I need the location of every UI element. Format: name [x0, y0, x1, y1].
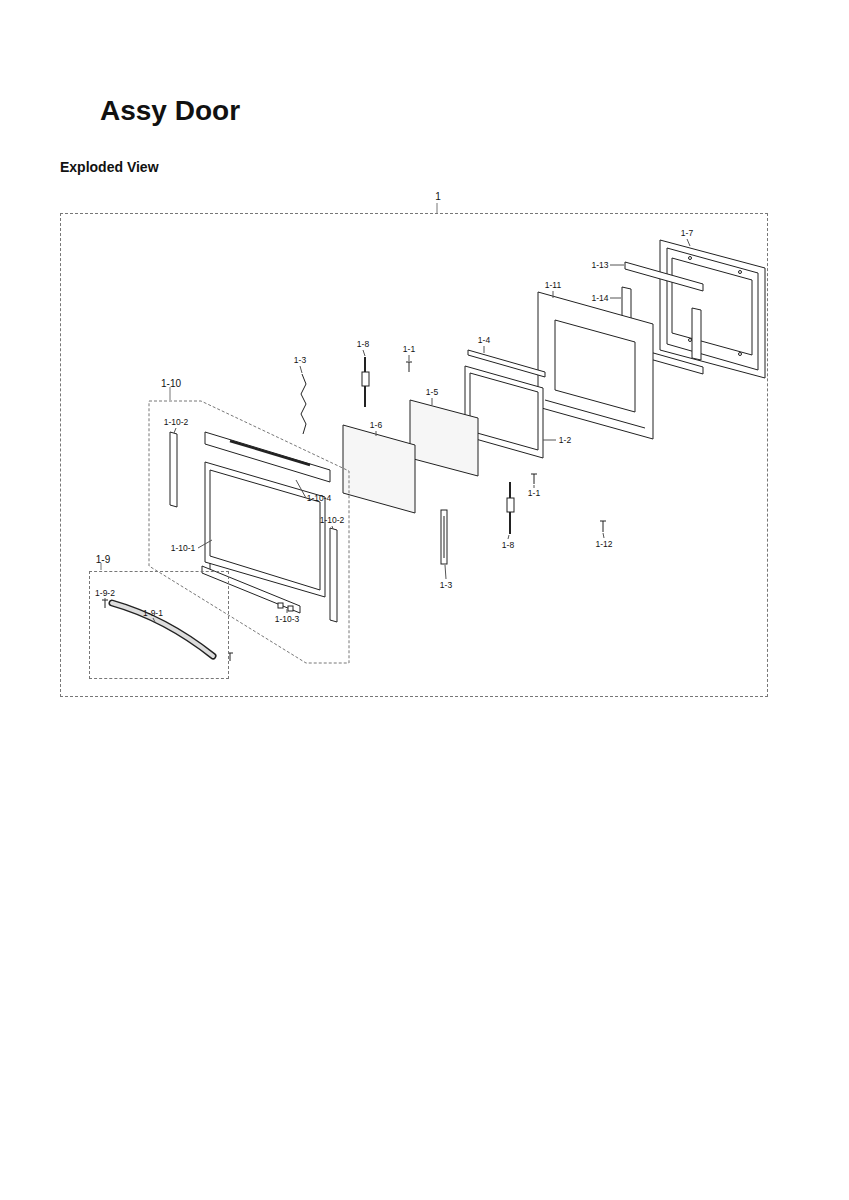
group-number: 1: [435, 192, 441, 202]
callout-number: 1-10-1: [171, 544, 196, 553]
callout-number: 1-7: [681, 229, 693, 238]
callout-number: 1-14: [591, 294, 608, 303]
callout-number: 1-10-3: [275, 615, 300, 624]
callout-number: 1-9-1: [143, 609, 163, 618]
group-number: 1-10: [161, 379, 181, 389]
callout-number: 1-4: [478, 336, 490, 345]
callout-number: 1-9-2: [95, 589, 115, 598]
callout-number: 1-13: [591, 261, 608, 270]
callout-number: 1-11: [545, 281, 561, 290]
callout-number: 1-10-2: [320, 516, 345, 525]
callout-number: 1-1: [528, 489, 540, 498]
callout-number: 1-2: [559, 436, 571, 445]
callout-number: 1-3: [294, 356, 306, 365]
callout-number: 1-8: [502, 541, 514, 550]
callout-number: 1-12: [595, 540, 612, 549]
callout-number: 1-6: [370, 421, 382, 430]
callout-number: 1-8: [357, 340, 369, 349]
view-heading: Exploded View: [60, 160, 159, 174]
page-title: Assy Door: [100, 97, 240, 125]
callout-number: 1-1: [403, 345, 415, 354]
callout-number: 1-10-2: [164, 418, 189, 427]
callout-number: 1-3: [440, 581, 452, 590]
subassembly-group-box: 1-9: [89, 571, 229, 679]
callout-number: 1-10-4: [307, 494, 332, 503]
group-number: 1-9: [96, 555, 110, 565]
subassembly-group-box: 1-10: [149, 401, 349, 663]
group-outline: [149, 401, 349, 663]
assembly-group-box: 11-101-9: [60, 213, 768, 697]
callout-number: 1-5: [426, 388, 438, 397]
dashed-outline: [149, 401, 349, 663]
